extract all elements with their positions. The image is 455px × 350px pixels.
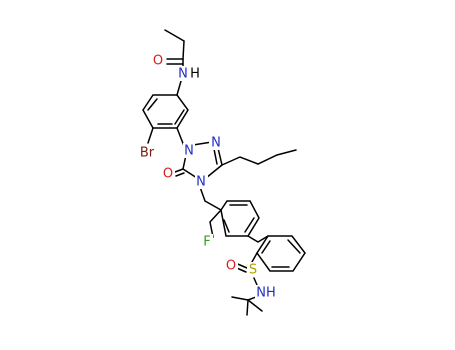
bond	[251, 252, 258, 263]
atom-f: F	[201, 234, 213, 250]
bond	[174, 109, 185, 125]
atom-nh-amide: N H	[176, 66, 200, 82]
bond	[253, 277, 258, 286]
oxygen-label: O	[163, 167, 173, 182]
bond	[174, 168, 184, 173]
bond	[209, 209, 222, 238]
bond	[246, 299, 249, 316]
oxygen-label: O	[153, 54, 163, 69]
atom-s: S	[247, 262, 259, 278]
bond	[205, 164, 223, 179]
bond	[217, 147, 223, 166]
bond	[247, 235, 269, 243]
bond	[220, 200, 260, 237]
atom-n4: N	[195, 174, 208, 190]
bond	[244, 217, 255, 233]
atom-n2: N	[209, 135, 222, 151]
atom-o-amide: O	[152, 53, 165, 69]
bond	[142, 94, 189, 129]
bond	[147, 127, 154, 144]
bromine-label: Br	[140, 146, 155, 161]
bond	[175, 172, 185, 177]
bond	[213, 148, 218, 165]
bond	[176, 127, 185, 147]
hydrogen-label: H	[190, 67, 200, 82]
bond	[247, 296, 257, 301]
nitrogen-label: N	[196, 175, 206, 190]
bond	[199, 186, 222, 211]
bond	[182, 40, 185, 60]
nitrogen-label: N	[184, 144, 194, 159]
atom-nh-sulfonamide: NH	[255, 285, 277, 301]
nitrogen-label: NH	[256, 286, 276, 301]
atom-o-sulfonyl: O	[225, 258, 238, 274]
oxygen-label: O	[226, 259, 236, 274]
bond	[261, 240, 271, 254]
bond	[192, 141, 213, 146]
atom-labels: O N H Br N N N O F	[137, 53, 277, 301]
sulfur-label: S	[249, 263, 257, 278]
nitrogen-label: N	[211, 136, 221, 151]
bond	[247, 299, 263, 312]
bond	[221, 149, 297, 166]
nitrogen-label: N	[178, 67, 188, 82]
bond	[287, 239, 301, 254]
bonds	[142, 29, 306, 316]
fluorine-label: F	[203, 235, 210, 250]
atom-br: Br	[137, 145, 157, 161]
bond	[182, 168, 198, 179]
bond	[256, 235, 306, 272]
bond	[147, 98, 158, 111]
bond	[176, 80, 182, 96]
bond	[164, 29, 185, 42]
bond	[231, 296, 249, 301]
atom-o-triazolone: O	[162, 166, 175, 182]
bond	[223, 219, 230, 233]
atom-n1: N	[183, 143, 195, 159]
